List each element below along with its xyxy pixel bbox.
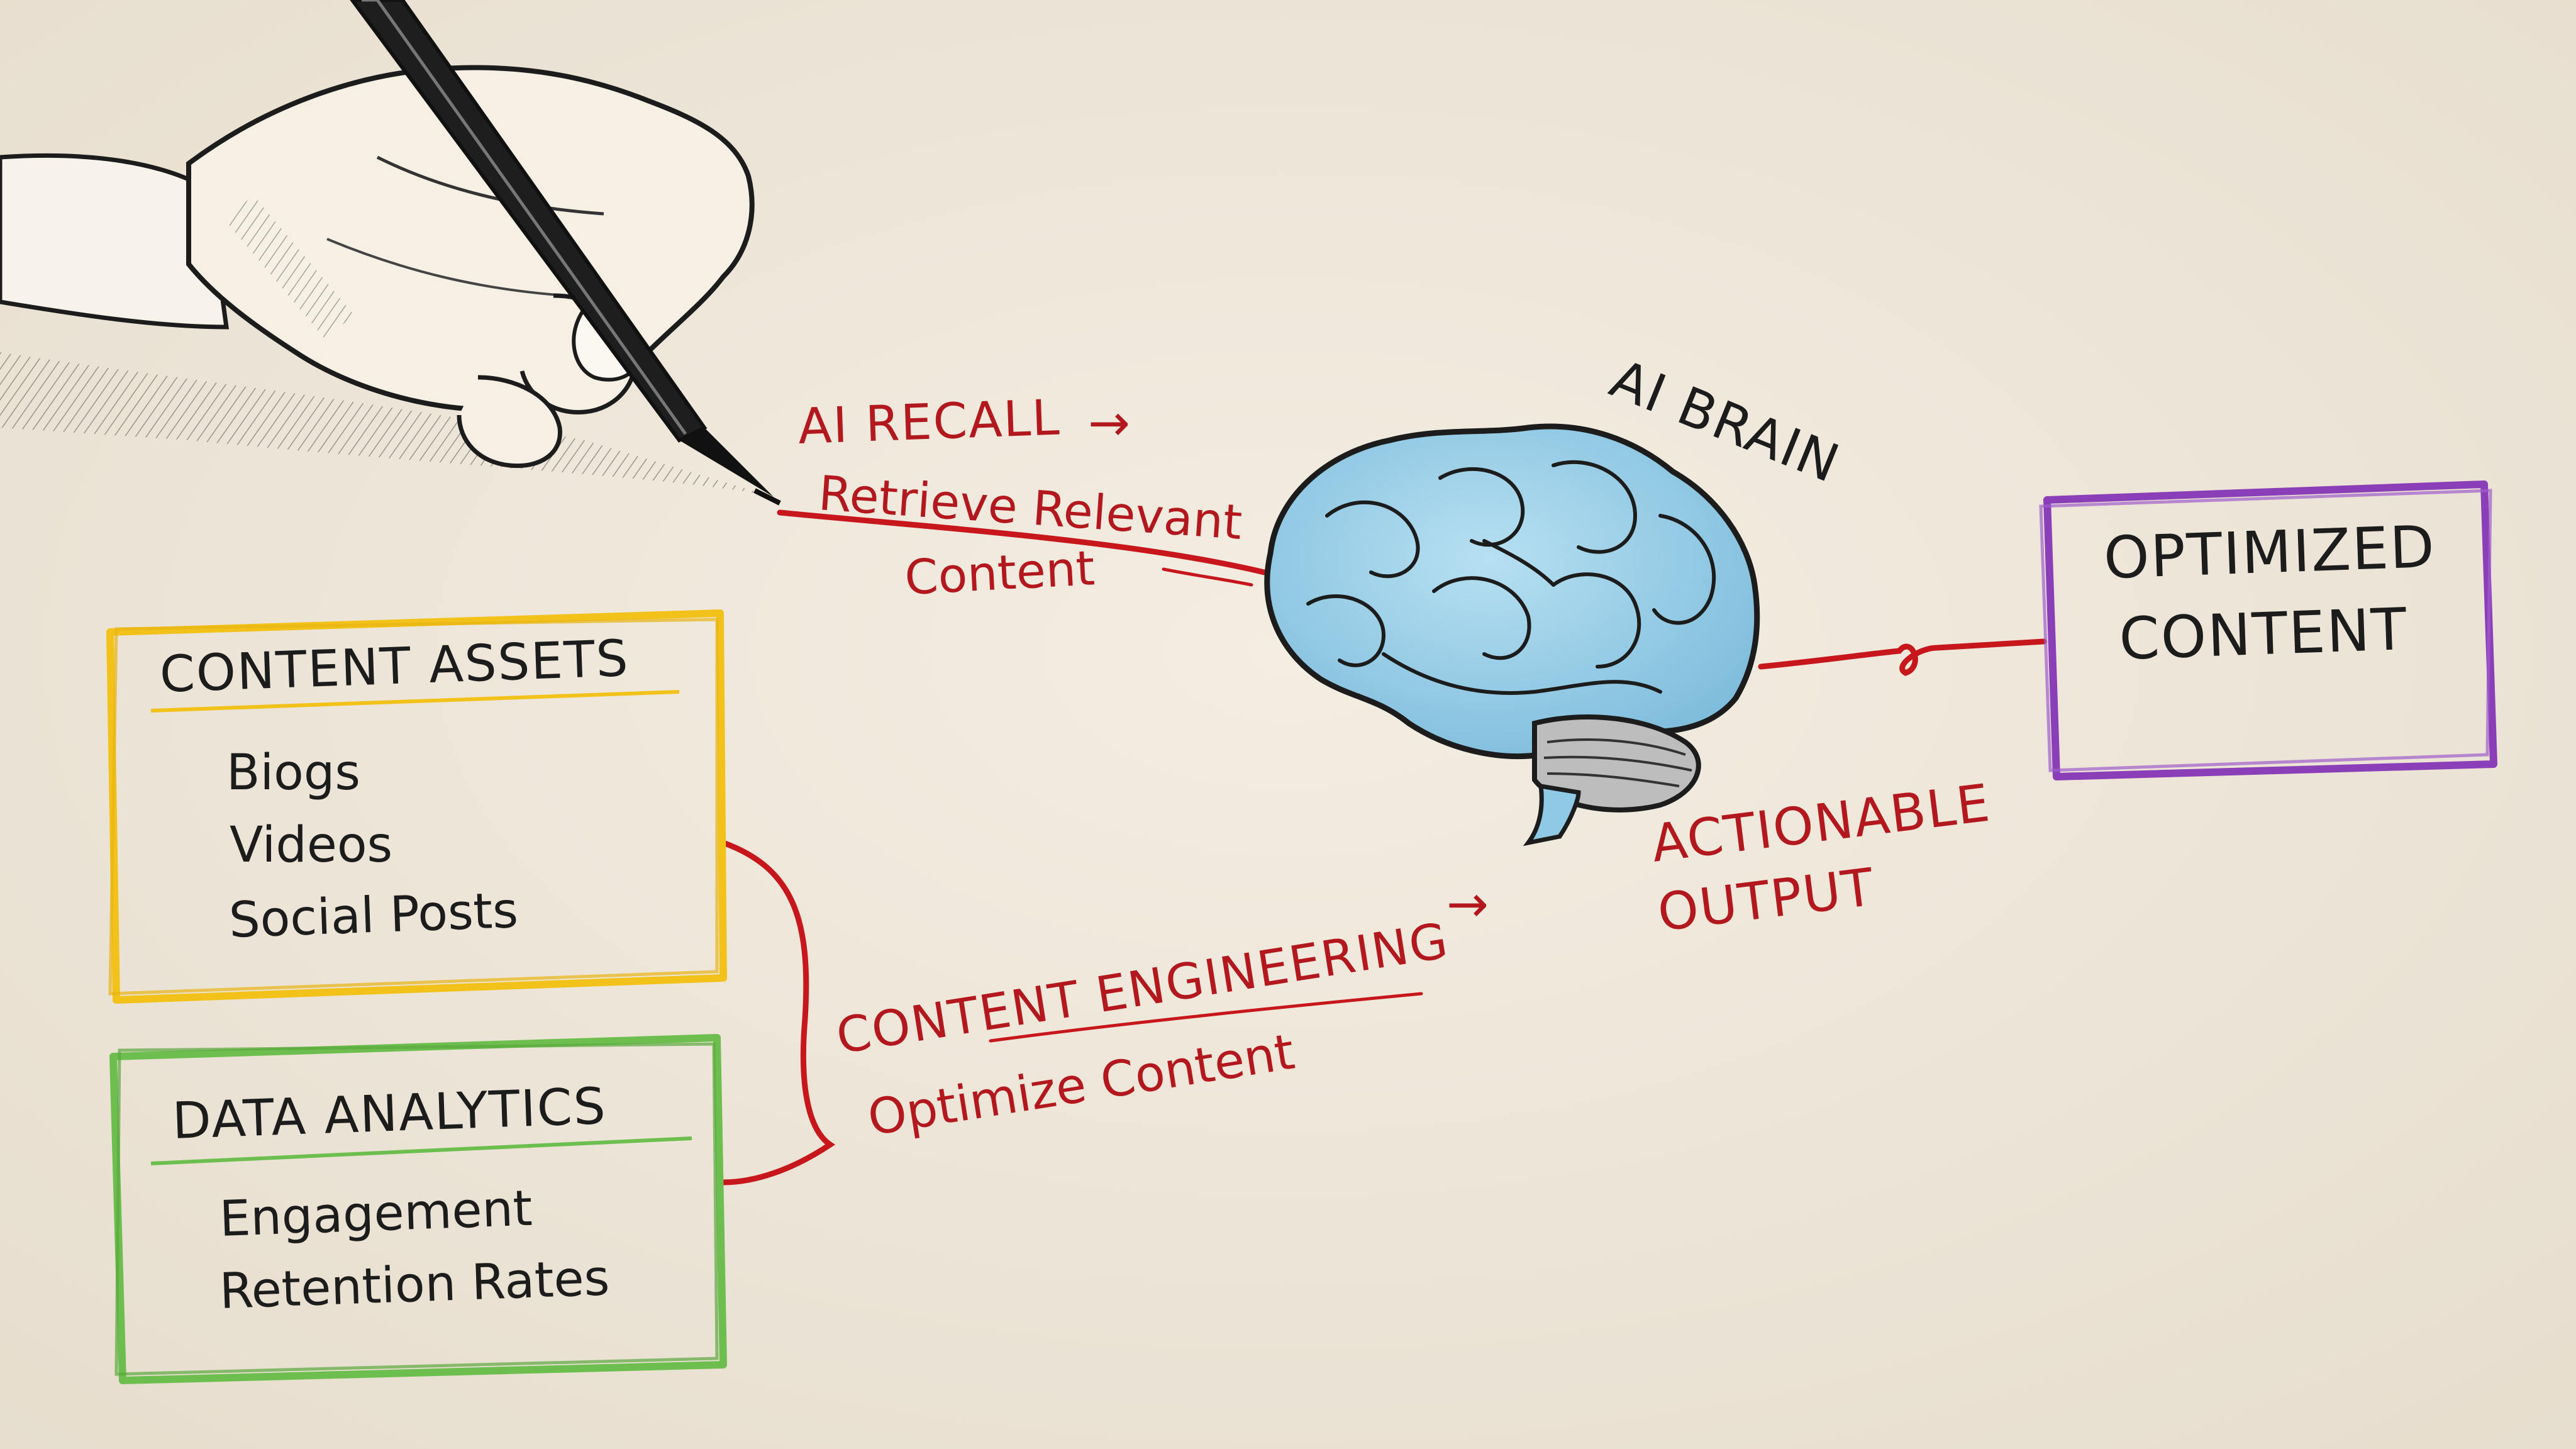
output-connector: [1758, 638, 2047, 676]
optimized-content-box: [2039, 480, 2497, 780]
retrieve-label-line2: Content: [903, 540, 1096, 606]
optimized-label-line2: CONTENT: [2118, 596, 2409, 673]
content-assets-item: Social Posts: [228, 882, 519, 949]
bracket-connector: [720, 840, 836, 1185]
content-assets-item: Videos: [230, 817, 392, 874]
recall-connector: [777, 509, 1267, 575]
connectors: [720, 509, 2047, 1185]
data-analytics-item: Retention Rates: [219, 1250, 611, 1320]
content-assets-box: [106, 609, 727, 1004]
data-analytics-box: [109, 1034, 727, 1384]
content-assets-item: Biogs: [226, 745, 360, 801]
content-engineering-arrow: →: [1446, 875, 1489, 933]
optimized-label-line1: OPTIMIZED: [2102, 513, 2436, 592]
ai-recall-label: AI RECALL: [797, 389, 1062, 455]
engineering-underline: [989, 992, 1423, 1043]
hand-with-pen-icon: [0, 0, 781, 506]
ai-recall-arrow: →: [1088, 394, 1130, 452]
data-analytics-item: Engagement: [219, 1180, 533, 1248]
brain-icon: [1264, 423, 1760, 847]
